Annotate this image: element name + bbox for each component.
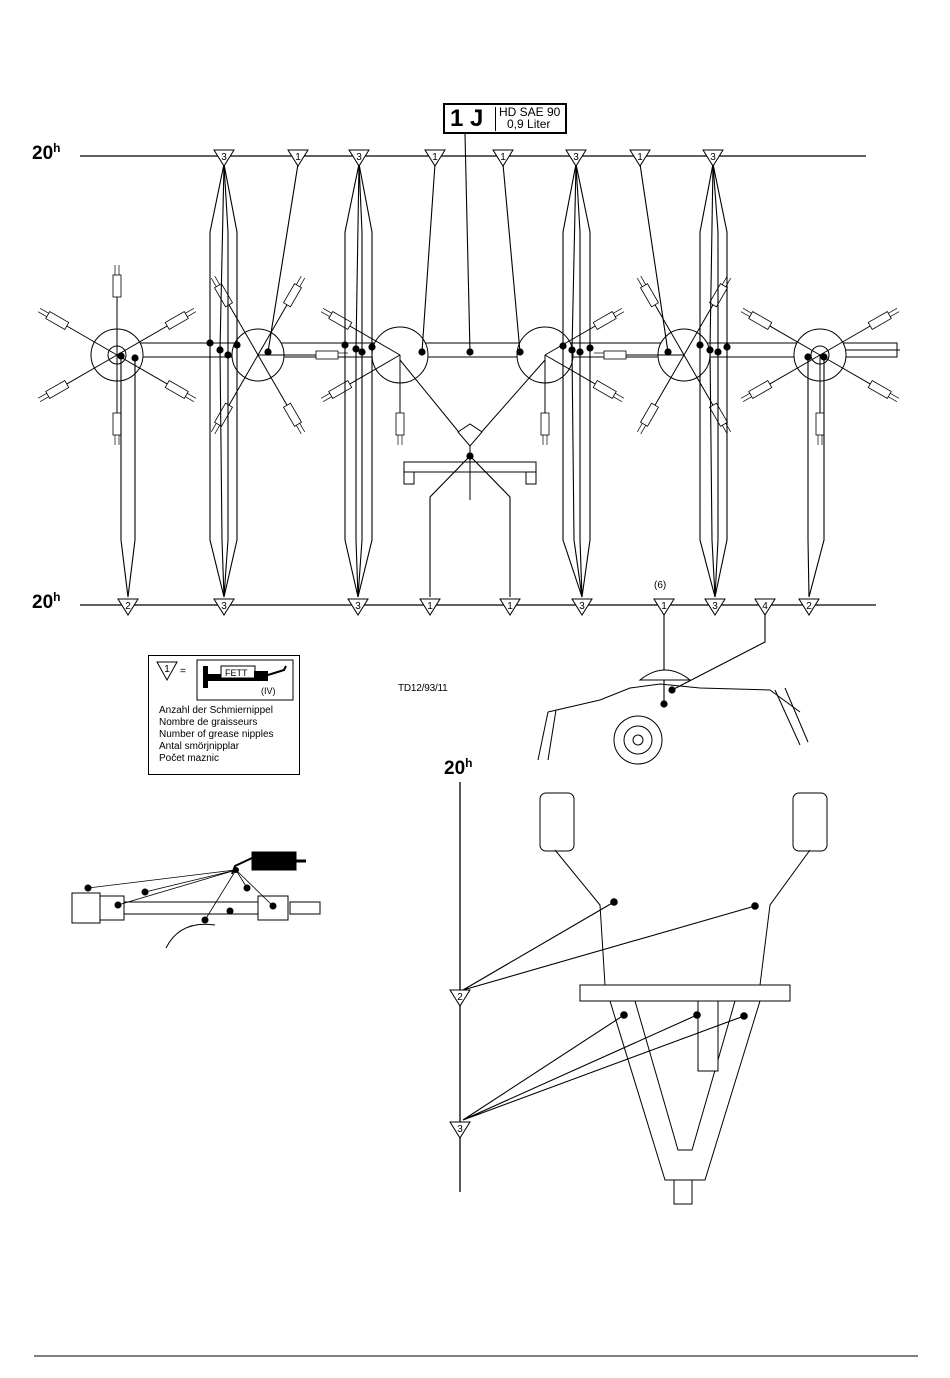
legend-equals: = [180,666,186,677]
svg-text:1: 1 [507,601,513,612]
legend-line-en: Number of grease nipples [159,729,274,741]
legend-box: 1 = FETT (IV) Anzahl der Schmiernippel N… [148,655,300,775]
legend-line-de: Anzahl der Schmiernippel [159,705,273,717]
svg-text:1: 1 [637,152,643,163]
legend-line-fr: Nombre de graisseurs [159,717,257,729]
top-marker-4: 1 [425,150,445,166]
svg-text:1: 1 [432,152,438,163]
interval-label-trailer: 20h [444,758,472,780]
grease-code: (IV) [261,686,276,696]
bottom-marker-2: 3 [214,599,234,615]
svg-text:1: 1 [661,601,667,612]
bottom-marker-1: 2 [118,599,138,615]
pto-grease-points [85,867,277,924]
oil-volume: 0,9 Liter [507,118,550,131]
svg-text:3: 3 [355,601,361,612]
svg-text:3: 3 [710,152,716,163]
svg-text:4: 4 [762,601,768,612]
oil-separator [495,107,496,131]
oil-spec-box: 1 J HD SAE 90 0,9 Liter [443,103,567,134]
top-marker-6: 3 [566,150,586,166]
grease-gun-icon [203,666,208,688]
interval-label-bottom: 20h [32,592,60,614]
wheel-assembly [538,670,808,764]
interval-label-top: 20h [32,143,60,165]
trailer-chassis [540,793,827,1204]
trailer-grease-points [610,898,759,1020]
rotor-4 [517,307,625,445]
legend-triangle-number: 1 [164,664,170,675]
bottom-marker-4: 1 [420,599,440,615]
pto-shaft [72,852,320,948]
leader-lines-bottom [121,343,824,704]
legend-line-cs: Počet maznic [159,753,219,765]
bottom-marker-7: 1 [654,599,674,615]
legend-symbols: 1 = FETT (IV) [149,656,301,706]
bottom-marker-3: 3 [348,599,368,615]
svg-text:3: 3 [712,601,718,612]
grease-points [117,339,827,707]
rotor-3 [320,307,428,445]
svg-text:2: 2 [457,992,463,1003]
drawing-code: TD12/93/11 [398,683,448,694]
grease-label: FETT [225,668,248,678]
svg-text:3: 3 [457,1124,463,1135]
bottom-marker-9: 4 [755,599,775,615]
rotor-6 [740,307,900,445]
top-marker-7: 1 [630,150,650,166]
bottom-marker-6: 3 [572,599,592,615]
legend-line-sv: Antal smörjnipplar [159,741,239,753]
svg-text:1: 1 [427,601,433,612]
rotor-1 [37,265,197,445]
svg-text:3: 3 [221,152,227,163]
svg-text:3: 3 [221,601,227,612]
svg-text:2: 2 [125,601,131,612]
main-beam [117,343,897,357]
top-marker-3: 3 [349,150,369,166]
oil-code: 1 J [450,105,483,133]
trailer-marker-2: 3 [450,1122,470,1138]
leader-lines-top [210,134,727,355]
svg-text:3: 3 [579,601,585,612]
top-marker-8: 3 [703,150,723,166]
rotor-2 [210,275,348,435]
top-marker-1: 3 [214,150,234,166]
svg-text:3: 3 [356,152,362,163]
bottom-note: (6) [654,580,666,591]
bottom-marker-8: 3 [705,599,725,615]
rotor-5 [594,275,732,435]
bottom-marker-5: 1 [500,599,520,615]
top-marker-5: 1 [493,150,513,166]
trailer-marker-1: 2 [450,990,470,1006]
headstock [400,360,545,500]
trailer-lines [463,902,755,1120]
svg-text:3: 3 [573,152,579,163]
svg-text:2: 2 [806,601,812,612]
top-marker-2: 1 [288,150,308,166]
svg-text:1: 1 [295,152,301,163]
svg-text:1: 1 [500,152,506,163]
bottom-marker-10: 2 [799,599,819,615]
